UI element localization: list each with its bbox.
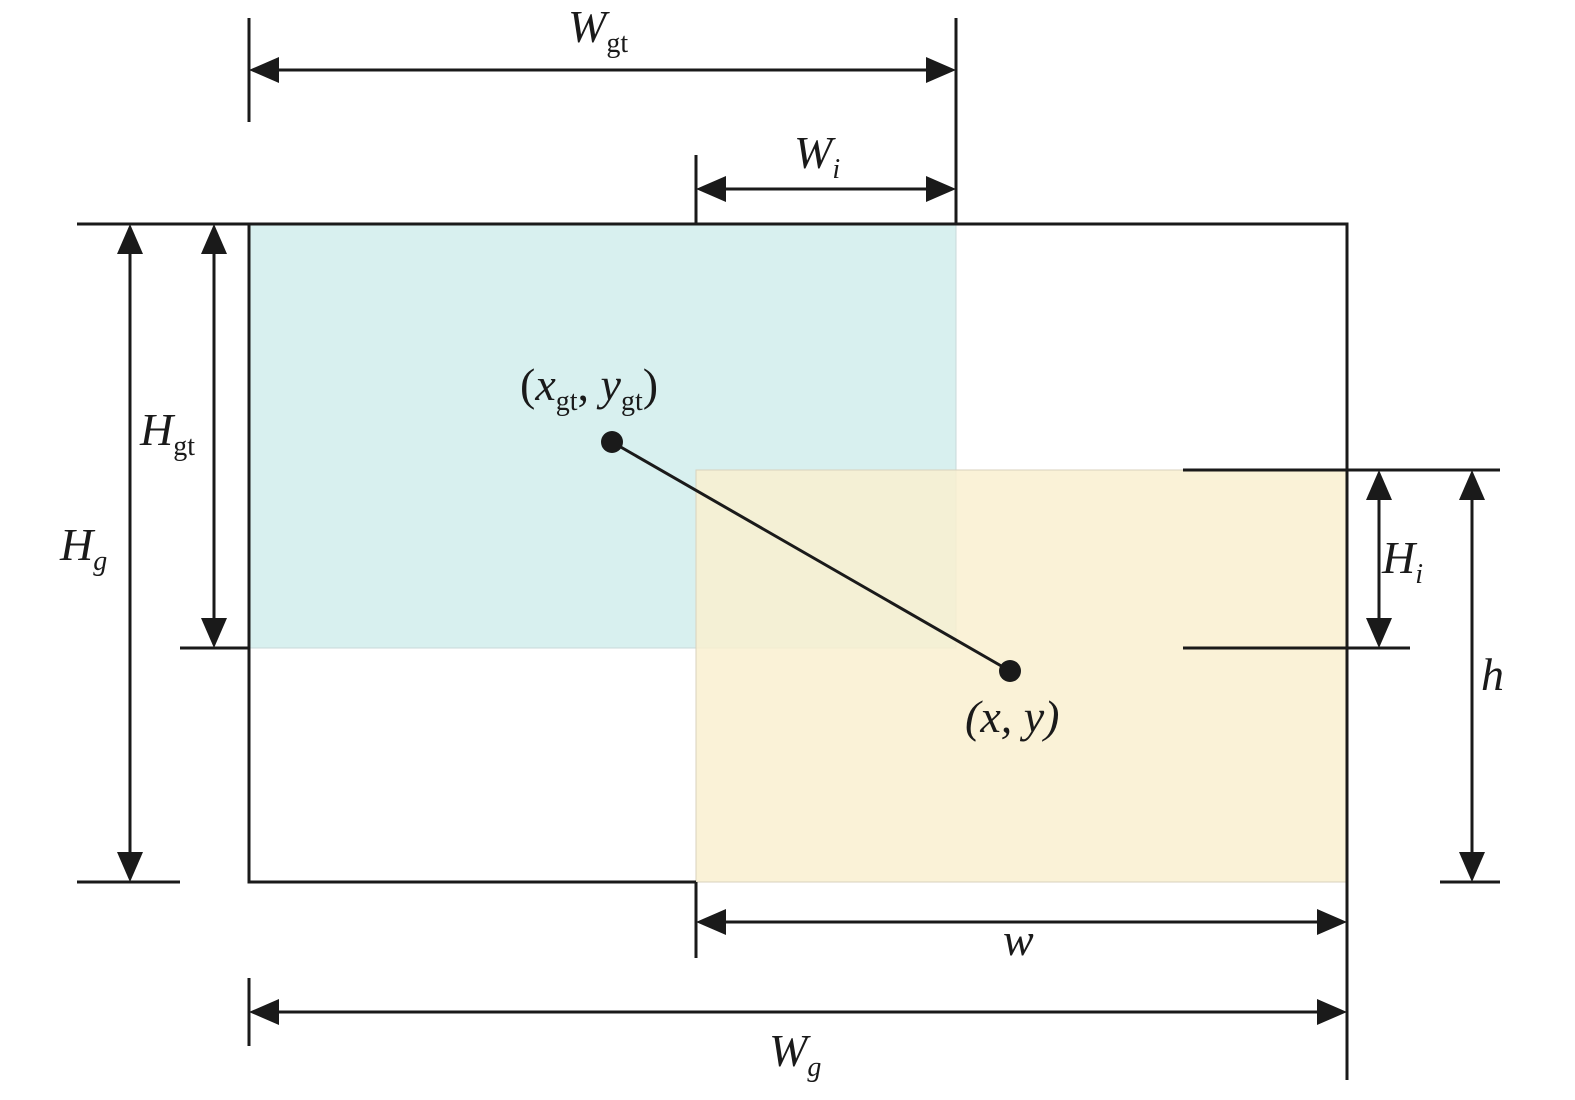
label-h-gt: Hgt bbox=[139, 404, 195, 462]
center-distance-line bbox=[611, 440, 1011, 673]
label-w-gt: Wgt bbox=[568, 1, 628, 59]
label-center-gt: (xgt, ygt) bbox=[520, 359, 658, 417]
dimension-h-gt bbox=[201, 224, 227, 648]
label-w-i: Wi bbox=[794, 127, 840, 185]
center-point-gt bbox=[601, 431, 623, 453]
label-h: h bbox=[1481, 649, 1504, 700]
dimension-w-i bbox=[696, 176, 956, 202]
dimension-h-i bbox=[1366, 470, 1392, 648]
enclosing-box-outline bbox=[77, 222, 1349, 1080]
dimension-w bbox=[696, 909, 1347, 935]
center-point-pred bbox=[999, 660, 1021, 682]
label-w: w bbox=[1003, 914, 1034, 965]
enclosing-box-left-lower bbox=[180, 646, 696, 884]
dimension-w-g bbox=[249, 999, 1347, 1025]
predicted-box bbox=[695, 469, 1348, 883]
dimension-h bbox=[1459, 470, 1485, 882]
label-h-g: Hg bbox=[59, 519, 107, 577]
label-center-pred: (x, y) bbox=[965, 691, 1059, 742]
label-w-g: Wg bbox=[769, 1025, 821, 1083]
dimension-h-g bbox=[117, 224, 143, 882]
dimension-w-gt bbox=[249, 57, 956, 83]
label-h-i: Hi bbox=[1381, 532, 1423, 590]
